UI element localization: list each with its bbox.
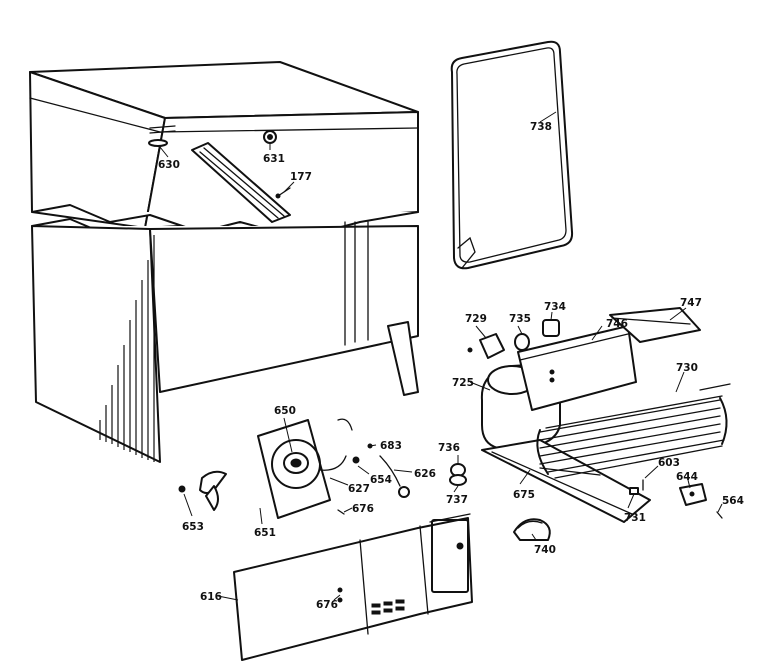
callout-labels: 630 631 177 738 729 735 734 746 747 725 … [158,121,744,611]
callout-564: 564 [722,495,744,507]
callout-653: 653 [182,521,204,533]
callout-630: 630 [158,159,180,171]
callout-731: 731 [624,512,646,524]
door-gasket [450,40,574,270]
callout-676-upper: 676 [352,503,374,515]
callout-746: 746 [606,318,628,330]
leader-lines [159,111,723,601]
callout-737: 737 [446,494,468,506]
callout-631: 631 [263,153,285,165]
compressor-assembly [467,307,731,523]
callout-725: 725 [452,377,474,389]
part-740-clip [513,518,551,541]
callout-676-lower: 676 [316,599,338,611]
callout-654: 654 [370,474,392,486]
access-cover [233,513,473,661]
condenser-fan-assembly [178,418,410,519]
callout-616: 616 [200,591,222,603]
callout-734: 734 [544,301,566,313]
drain-trough [191,142,291,223]
callout-603: 603 [658,457,680,469]
refrigerator-cabinet [29,61,419,463]
callout-177: 177 [290,171,312,183]
callout-683: 683 [380,440,402,452]
part-644-bracket [679,483,707,506]
callout-675: 675 [513,489,535,501]
callout-738: 738 [530,121,552,133]
callout-650: 650 [274,405,296,417]
shading-hatch [99,235,155,462]
callout-735: 735 [509,313,531,325]
part-630-clip [148,139,168,147]
callout-736: 736 [438,442,460,454]
vent-slots [371,599,405,615]
part-631-grommet [263,130,277,144]
callout-747: 747 [680,297,702,309]
callout-740: 740 [534,544,556,556]
callout-651: 651 [254,527,276,539]
condenser-coils [536,383,731,479]
callout-729: 729 [465,313,487,325]
callout-626: 626 [414,468,436,480]
callout-644: 644 [676,471,698,483]
part-736-grommet [449,463,467,486]
callout-627: 627 [348,483,370,495]
callout-730: 730 [676,362,698,374]
